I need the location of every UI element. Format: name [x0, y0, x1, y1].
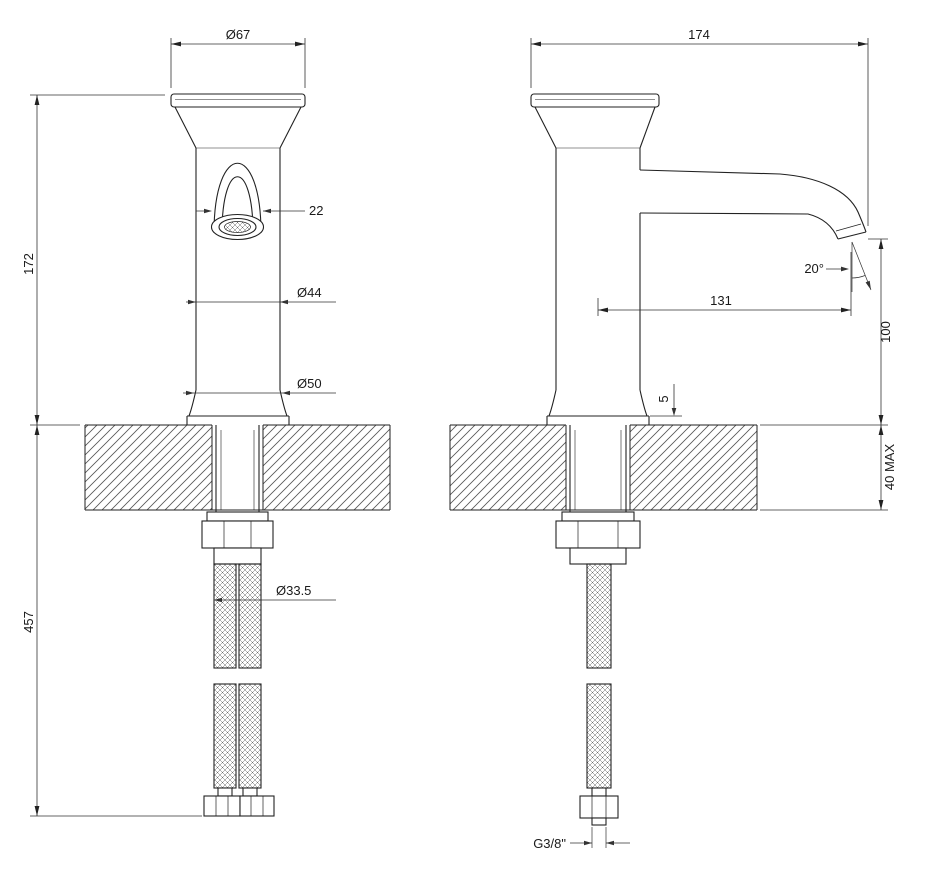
- dim-g38-label: G3/8": [533, 836, 566, 851]
- hose-nut-left: [203, 795, 241, 817]
- spout-top-edge: [639, 169, 867, 233]
- hose-side-lower: [586, 683, 612, 789]
- dim-457-label: 457: [21, 611, 36, 633]
- dim-174-label: 174: [688, 27, 710, 42]
- dim-172-label: 172: [21, 253, 36, 275]
- dim-5-label: 5: [656, 395, 671, 402]
- spout-arch-inner: [221, 176, 254, 234]
- thread-stub: [591, 817, 607, 826]
- hose-left-upper: [213, 563, 237, 669]
- counter-section-right: [449, 424, 758, 511]
- collar-side: [569, 547, 627, 565]
- washer-side: [561, 511, 635, 522]
- counter-section-left: [84, 424, 391, 511]
- hose-right-upper: [238, 563, 262, 669]
- dim-dia44-label: Ø44: [297, 285, 322, 300]
- hose-nut-side: [579, 795, 619, 819]
- dim-22-label: 22: [309, 203, 323, 218]
- dimension-lines: [30, 38, 888, 848]
- mounting-nut-side: [555, 520, 641, 549]
- dim-dia50-label: Ø50: [297, 376, 322, 391]
- washer-front: [206, 511, 269, 522]
- dim-dia335-label: Ø33.5: [276, 583, 311, 598]
- aerator: [224, 221, 251, 233]
- dimension-labels: Ø67 174 172 457 22 Ø44 Ø50 Ø33.5 131 100…: [21, 27, 897, 851]
- hose-right-lower: [238, 683, 262, 789]
- hose-side-upper: [586, 563, 612, 669]
- side-view: [530, 93, 867, 826]
- spout-outlet-face: [837, 231, 867, 240]
- cap-front: [170, 93, 306, 108]
- cap-side: [530, 93, 660, 108]
- hose-left-lower: [213, 683, 237, 789]
- dim-131-label: 131: [710, 293, 732, 308]
- spout-arch-outer: [213, 162, 262, 234]
- dim-dia67-label: Ø67: [226, 27, 251, 42]
- front-view: [170, 93, 306, 817]
- mounting-nut-front: [201, 520, 274, 549]
- collar-front: [213, 547, 262, 565]
- dim-100-label: 100: [878, 321, 893, 343]
- hose-nut-right: [239, 795, 275, 817]
- spout-bottom-edge: [639, 212, 839, 240]
- dim-40max-label: 40 MAX: [882, 444, 897, 491]
- dim-20deg-label: 20°: [804, 261, 824, 276]
